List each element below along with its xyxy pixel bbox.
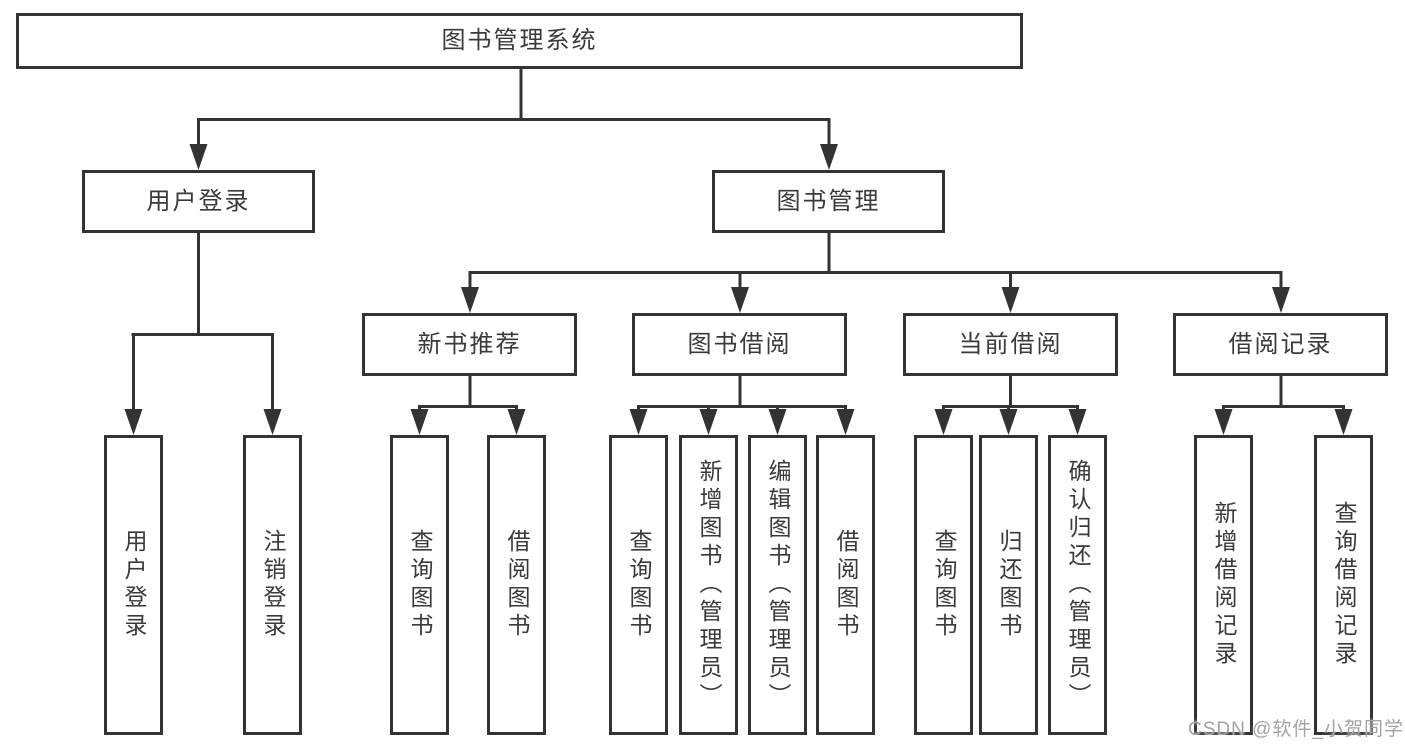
node-new-book-recommend: 新书推荐 [362, 313, 577, 376]
leaf-return-books: 归还图书 [979, 435, 1038, 735]
leaf-query-books-borrow-label: 查询图书 [626, 529, 652, 641]
node-current-borrow: 当前借阅 [903, 313, 1118, 376]
leaf-query-books-borrow: 查询图书 [609, 435, 668, 735]
node-book-borrow: 图书借阅 [632, 313, 847, 376]
leaf-logout: 注销登录 [243, 435, 302, 735]
leaf-query-borrow-record: 查询借阅记录 [1314, 435, 1373, 735]
leaf-edit-books-admin-label: 编辑图书（管理员） [765, 459, 791, 711]
leaf-add-books-admin-label: 新增图书（管理员） [696, 459, 722, 711]
leaf-add-borrow-record-label: 新增借阅记录 [1211, 501, 1237, 669]
leaf-confirm-return-admin: 确认归还（管理员） [1048, 435, 1107, 735]
node-new-book-recommend-label: 新书推荐 [417, 330, 522, 358]
node-root: 图书管理系统 [16, 13, 1023, 69]
node-borrow-records-label: 借阅记录 [1228, 330, 1333, 358]
leaf-query-books-recommend: 查询图书 [390, 435, 449, 735]
watermark: CSDN @软件_小贺同学 [1188, 719, 1404, 740]
leaf-borrow-books-recommend: 借阅图书 [487, 435, 546, 735]
node-root-label: 图书管理系统 [441, 27, 598, 54]
leaf-borrow-books-recommend-label: 借阅图书 [504, 529, 530, 641]
leaf-return-books-label: 归还图书 [996, 529, 1022, 641]
leaf-add-books-admin: 新增图书（管理员） [679, 435, 738, 735]
node-current-borrow-label: 当前借阅 [958, 330, 1063, 358]
leaf-query-books-current-label: 查询图书 [931, 529, 957, 641]
node-borrow-records: 借阅记录 [1173, 313, 1388, 376]
leaf-confirm-return-admin-label: 确认归还（管理员） [1065, 459, 1091, 711]
leaf-borrow-books-label: 借阅图书 [833, 529, 859, 641]
leaf-user-login: 用户登录 [104, 435, 163, 735]
node-user-login-label: 用户登录 [146, 187, 251, 215]
leaf-query-books-recommend-label: 查询图书 [407, 529, 433, 641]
leaf-add-borrow-record: 新增借阅记录 [1194, 435, 1253, 735]
leaf-logout-label: 注销登录 [260, 529, 286, 641]
node-book-management: 图书管理 [712, 170, 945, 233]
leaf-borrow-books: 借阅图书 [816, 435, 875, 735]
node-book-borrow-label: 图书借阅 [687, 330, 792, 358]
leaf-user-login-label: 用户登录 [121, 529, 147, 641]
node-book-management-label: 图书管理 [776, 187, 881, 215]
leaf-query-borrow-record-label: 查询借阅记录 [1331, 501, 1357, 669]
node-user-login: 用户登录 [82, 170, 315, 233]
leaf-query-books-current: 查询图书 [914, 435, 973, 735]
leaf-edit-books-admin: 编辑图书（管理员） [748, 435, 807, 735]
